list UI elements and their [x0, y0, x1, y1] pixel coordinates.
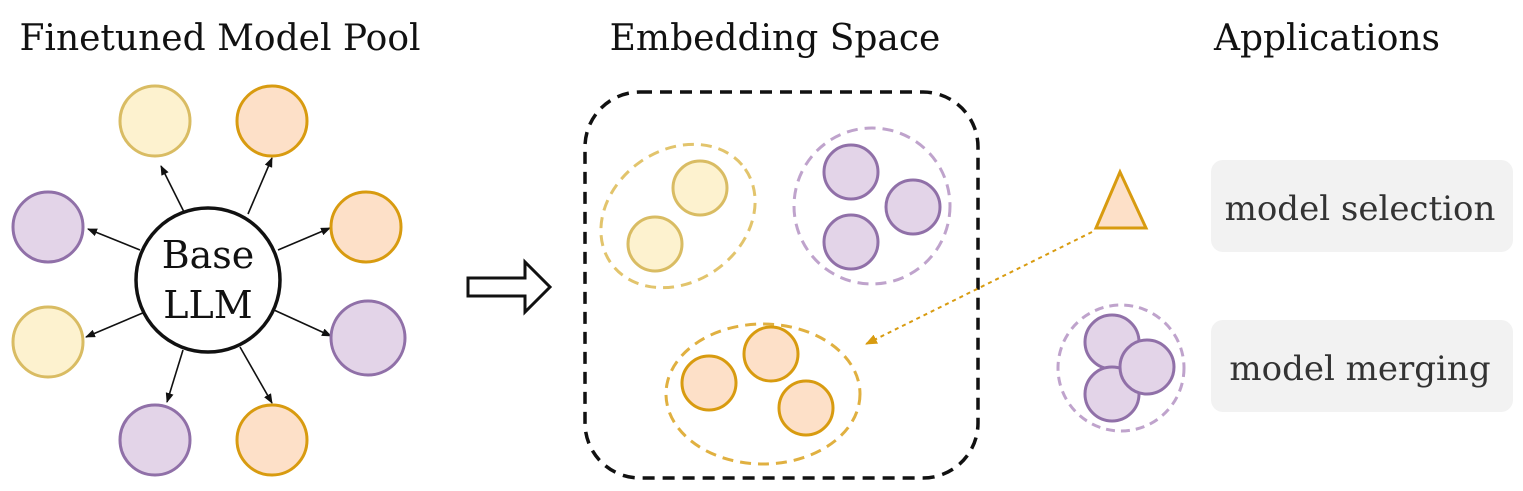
transition-arrow [466, 258, 553, 316]
pool-arrow [239, 346, 273, 404]
base-llm-node [134, 206, 282, 354]
embedded-model-yellow [626, 215, 684, 273]
merge-group-boundary [1056, 303, 1186, 433]
finetuned-model-yellow [118, 84, 192, 158]
pool-arrow [277, 227, 331, 251]
finetuned-model-orange [329, 190, 403, 264]
cluster-purple-boundary [792, 126, 952, 286]
query-dotted-arrow [865, 231, 1093, 345]
model-merging-box [1211, 320, 1513, 412]
applications-title: Applications [1213, 18, 1440, 59]
embedded-model-purple [884, 178, 942, 236]
finetuned-model-orange [235, 403, 309, 477]
pool-arrow [165, 349, 184, 403]
base-llm-label-line2: LLM [163, 283, 252, 327]
model-selection-box [1211, 160, 1513, 252]
embedding-title: Embedding Space [610, 18, 941, 59]
embedded-model-orange [742, 325, 800, 383]
cluster-orange-boundary [664, 322, 862, 466]
pool-title: Finetuned Model Pool [19, 18, 420, 59]
merged-model-purple [1118, 338, 1176, 396]
model-merging-label: model merging [1229, 349, 1490, 389]
finetuned-model-purple [11, 190, 85, 264]
embedded-model-yellow [671, 159, 729, 217]
pool-arrow [160, 165, 185, 213]
finetuned-model-purple [118, 403, 192, 477]
embedded-model-purple [822, 213, 880, 271]
pool-arrow [247, 157, 273, 215]
finetuned-model-yellow [11, 305, 85, 379]
finetuned-model-purple [329, 299, 407, 377]
embedding-space-boundary [583, 90, 980, 480]
pool-arrow [273, 309, 332, 337]
base-llm-label-line1: Base [162, 233, 255, 277]
applications: model selection model merging [865, 160, 1513, 433]
query-task-triangle [1093, 168, 1149, 230]
model-selection-label: model selection [1225, 189, 1496, 229]
cluster-yellow-boundary [599, 142, 757, 290]
pool-arrow [87, 228, 141, 251]
finetuned-model-orange [235, 84, 309, 158]
embedded-model-orange [680, 354, 738, 412]
embedded-model-orange [777, 379, 835, 437]
model-pool: Base LLM [11, 84, 407, 477]
pool-arrow [85, 311, 146, 338]
embedding-space [583, 90, 980, 480]
embedded-model-purple [822, 143, 880, 201]
